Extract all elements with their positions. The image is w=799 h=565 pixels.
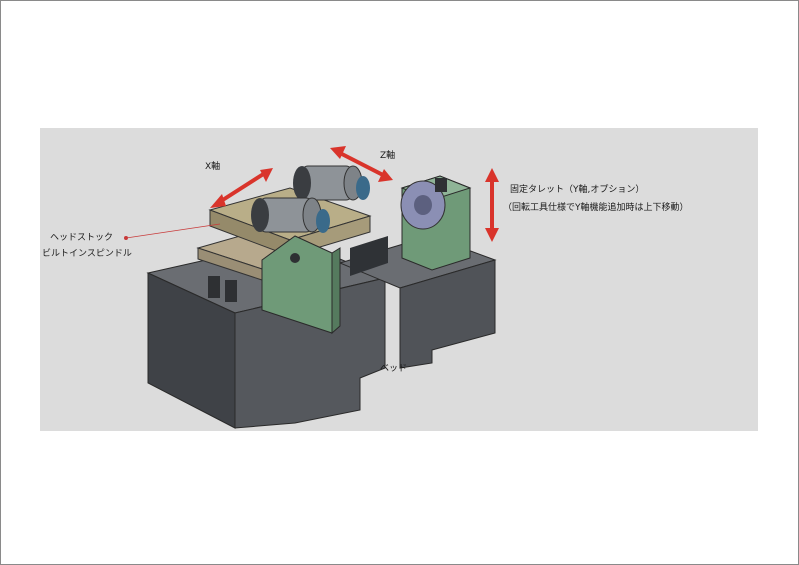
z-axis-label: Z軸 — [380, 151, 396, 161]
bed-slot — [350, 236, 388, 276]
headstock-housing-side — [331, 247, 341, 335]
headstock-label-line2: ビルトインスピンドル — [42, 249, 132, 259]
spindle-upper — [293, 165, 370, 201]
x-axis-arrow — [210, 168, 273, 208]
headstock-label-line1: ヘッドストック — [50, 233, 114, 243]
headstock-bolt — [290, 253, 300, 263]
machine-illustration — [124, 146, 499, 429]
bed-left-side — [234, 277, 386, 429]
rail-2 — [225, 280, 237, 302]
turret-hub — [414, 195, 432, 215]
turret-tool — [435, 178, 447, 192]
spindle-lower — [251, 197, 330, 233]
z-axis-arrow — [330, 146, 393, 182]
bed-label: ベッド — [380, 364, 408, 374]
rail-1 — [208, 276, 220, 298]
headstock-leader-line — [125, 223, 221, 239]
diagram-panel — [40, 128, 758, 431]
bed-right-side — [399, 259, 496, 369]
turret-label-line2: （回転工具仕様でY軸機能追加時は上下移動） — [503, 203, 689, 213]
y-axis-arrow — [485, 168, 499, 242]
turret-label-line1: 固定タレット（Y軸,オプション） — [510, 185, 645, 195]
headstock-leader-dot — [124, 236, 128, 240]
x-axis-label: X軸 — [205, 162, 221, 172]
